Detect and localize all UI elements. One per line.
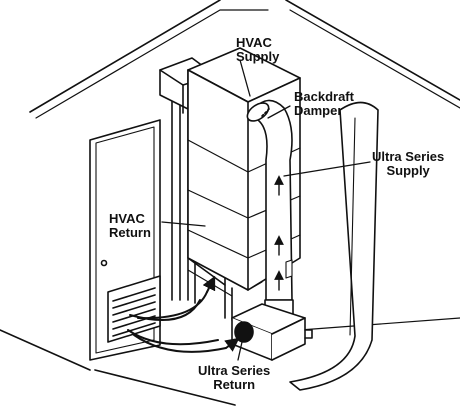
label-hvac-supply: HVAC Supply: [236, 35, 280, 64]
leader-hvac-return: [161, 221, 206, 227]
side-wall-panel: [289, 101, 379, 391]
label-ultra-series-supply: Ultra Series Supply: [372, 149, 445, 178]
leader-ultra-series-supply: [283, 161, 371, 177]
label-hvac-return: HVAC Return: [109, 211, 151, 240]
unit-stand: [187, 257, 263, 321]
door-knob: [100, 259, 108, 267]
label-leaders: [161, 59, 371, 361]
leader-backdraft-damper: [267, 105, 291, 119]
label-ultra-series-return: Ultra Series Return: [198, 363, 271, 392]
leader-hvac-supply: [239, 59, 251, 97]
ultra-series-unit: [231, 303, 313, 361]
leader-ultra-series-return: [237, 341, 243, 361]
label-backdraft-damper: Backdraft Damper: [294, 89, 354, 118]
return-airflow-arrows: [127, 275, 240, 353]
wall-studs: [171, 95, 181, 301]
